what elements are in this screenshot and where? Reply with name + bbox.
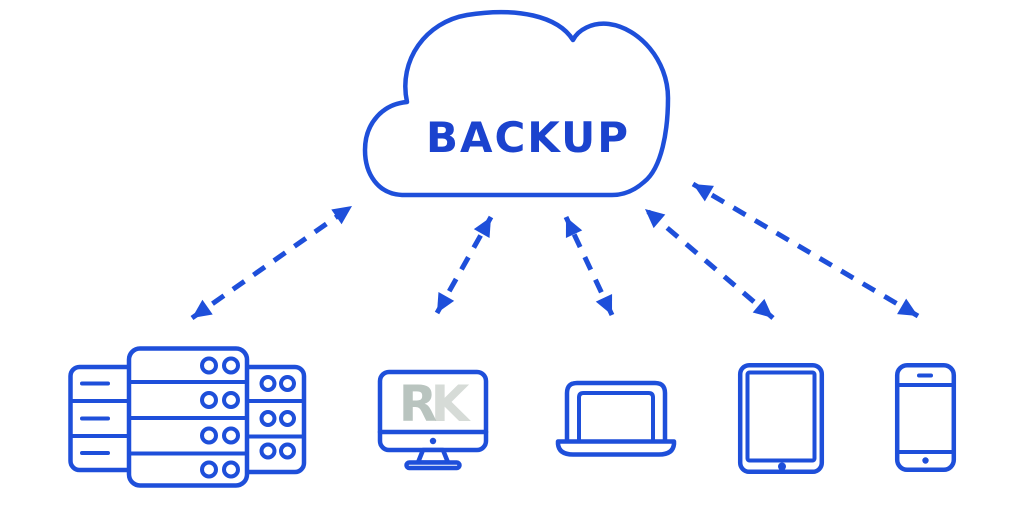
arrow-cloud-tablet: [643, 207, 775, 320]
watermark-r-letter: R: [399, 375, 438, 433]
laptop-icon: [555, 380, 677, 457]
backup-cloud: BACKUP: [362, 9, 671, 198]
laptop-base: [555, 439, 677, 457]
watermark-k-letter: K: [431, 375, 472, 433]
arrow-cloud-laptop: [563, 215, 615, 317]
monitor-power-dot: [429, 437, 437, 445]
desktop-monitor-icon: K R: [377, 369, 489, 471]
phone-home-button: [922, 457, 929, 464]
monitor-base: [404, 460, 462, 471]
monitor-watermark: K R: [399, 375, 472, 433]
server-center-tower: [126, 346, 250, 488]
laptop-screen: [577, 391, 655, 444]
laptop-lid: [564, 380, 668, 444]
connections: [190, 181, 920, 321]
tablet-home-button: [778, 462, 786, 471]
arrow-cloud-server: [190, 203, 354, 321]
cloud-label: BACKUP: [426, 113, 630, 162]
phone-frame: [894, 362, 957, 473]
server-icon: [68, 346, 307, 488]
arrow-cloud-smartphone: [691, 181, 920, 319]
cloud-icon: [362, 9, 671, 198]
tablet-icon: [737, 362, 825, 475]
arrow-cloud-desktop: [434, 215, 494, 315]
tablet-screen: [745, 370, 817, 463]
tablet-frame: [737, 362, 825, 475]
smartphone-icon: [894, 362, 957, 473]
